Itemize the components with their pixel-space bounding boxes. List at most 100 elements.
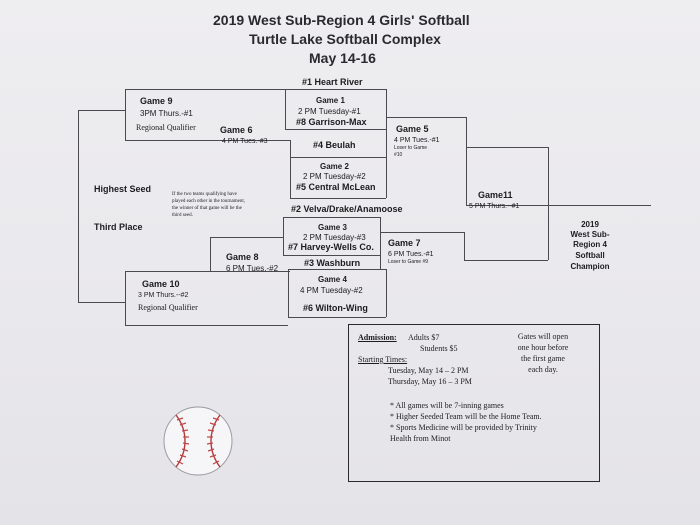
seed-note-1: If the two teams qualifying have (172, 192, 237, 197)
line-g9-bottom (125, 140, 290, 141)
line-g4-bottom (288, 317, 386, 318)
line-g1-right (386, 89, 387, 161)
line-g5-top (386, 117, 466, 118)
game11-title: Game11 (478, 190, 513, 200)
game5-note1: Loser to Game (394, 145, 428, 151)
start-thursday: Thursday, May 16 – 3 PM (388, 377, 472, 386)
game6-title: Game 6 (220, 125, 253, 135)
line-g10-bottom (125, 325, 288, 326)
game10-time: 3 PM Thurs.--#2 (138, 292, 189, 299)
champion-line-5: Champion (570, 262, 610, 271)
champion-line-1: 2019 (581, 220, 599, 229)
gates-line-2: one hour before (517, 343, 569, 352)
seed-4: #4 Beulah (313, 140, 356, 150)
baseball-icon (163, 406, 233, 476)
game11-time: 5 PM Thurs.--#1 (469, 203, 520, 210)
champion-line-4: Softball (575, 251, 605, 260)
game1-time: 2 PM Tuesday-#1 (298, 107, 361, 116)
line-g7-top (380, 232, 464, 233)
game3-time: 2 PM Tuesday-#3 (303, 233, 366, 242)
line-g3-right (380, 217, 381, 269)
title-line-1: 2019 West Sub-Region 4 Girls' Softball (213, 12, 470, 28)
line-g2-left (290, 140, 291, 198)
game10-sub: Regional Qualifier (138, 303, 198, 312)
game6-time: 4 PM Tues.-#3 (222, 138, 268, 145)
game7-note: Loser to Game #9 (388, 259, 429, 265)
note-1: * All games will be 7-inning games (390, 401, 504, 410)
line-g2-bottom (290, 198, 386, 199)
game9-sub: Regional Qualifier (136, 123, 196, 132)
line-g4-right (386, 269, 387, 317)
line-g8-left (210, 237, 211, 271)
game9-time: 3PM Thurs.-#1 (140, 109, 193, 118)
seed-note-3: the winner of that game will be the (172, 206, 242, 211)
line-g7-right (464, 232, 465, 260)
line-g4-left (288, 269, 289, 317)
line-g5-right (466, 117, 467, 205)
champion-line-3: Region 4 (573, 240, 607, 249)
game7-title: Game 7 (388, 238, 421, 248)
info-box (348, 324, 600, 482)
game1-title: Game 1 (316, 96, 345, 105)
game5-note2: #10 (394, 152, 403, 158)
seed-2: #2 Velva/Drake/Anamoose (291, 204, 403, 214)
admission-students: Students $5 (420, 344, 458, 353)
line-champion (466, 205, 651, 206)
line-g10-top (125, 271, 290, 272)
highest-seed: Highest Seed (94, 184, 152, 194)
seed-note-2: played each other in the tournament, (172, 199, 246, 204)
start-tuesday: Tuesday, May 14 – 2 PM (388, 366, 469, 375)
line-g2-top (290, 157, 386, 158)
seed-note-4: third seed. (172, 213, 193, 218)
note-2: * Higher Seeded Team will be the Home Te… (390, 412, 542, 421)
admission-label: Admission: (358, 333, 397, 342)
line-g1-left (285, 89, 286, 129)
game5-time: 4 PM Tues.-#1 (394, 137, 440, 144)
champion-line-2: West Sub- (570, 230, 610, 239)
game4-title: Game 4 (318, 275, 347, 284)
game2-team: #5 Central McLean (296, 182, 376, 192)
line-g11-right (548, 147, 549, 260)
game8-time: 6 PM Tues.-#2 (226, 264, 279, 273)
title-line-2: Turtle Lake Softball Complex (249, 31, 441, 47)
line-g1-top (285, 89, 386, 90)
line-g3-left (283, 217, 284, 255)
title-line-3: May 14-16 (309, 50, 376, 66)
line-g11-top (466, 147, 548, 148)
game2-time: 2 PM Tuesday-#2 (303, 172, 366, 181)
starting-times-label: Starting Times: (358, 355, 408, 364)
game3-team: #7 Harvey-Wells Co. (288, 242, 374, 252)
game7-time: 6 PM Tues.-#1 (388, 251, 434, 258)
note-3: * Sports Medicine will be provided by Tr… (390, 423, 537, 432)
admission-adults: Adults $7 (408, 333, 440, 342)
game4-team: #6 Wilton-Wing (303, 303, 368, 313)
line-left-bottom (78, 302, 125, 303)
note-4: Health from Minot (390, 434, 451, 443)
game1-team: #8 Garrison-Max (296, 117, 367, 127)
line-g2-right (386, 157, 387, 198)
line-g3-bottom (283, 255, 380, 256)
game10-title: Game 10 (142, 279, 180, 289)
line-g4-top (288, 269, 386, 270)
line-g3-top (283, 217, 380, 218)
line-g10-left (125, 271, 126, 325)
seed-1: #1 Heart River (302, 77, 363, 87)
seed-3: #3 Washburn (304, 258, 361, 268)
gates-line-4: each day. (528, 365, 558, 374)
line-left-top (78, 110, 125, 111)
line-g1-bottom (285, 129, 386, 130)
line-g9-top (125, 89, 285, 90)
third-place: Third Place (94, 222, 143, 232)
line-g9-left (125, 89, 126, 140)
line-g11-bottom (464, 260, 548, 261)
game3-title: Game 3 (318, 223, 347, 232)
game4-time: 4 PM Tuesday-#2 (300, 286, 363, 295)
game2-title: Game 2 (320, 162, 349, 171)
line-g8-top (210, 237, 283, 238)
game9-title: Game 9 (140, 96, 173, 106)
game8-title: Game 8 (226, 252, 259, 262)
game5-title: Game 5 (396, 124, 429, 134)
line-left-vertical (78, 110, 79, 302)
gates-line-1: Gates will open (517, 332, 569, 341)
